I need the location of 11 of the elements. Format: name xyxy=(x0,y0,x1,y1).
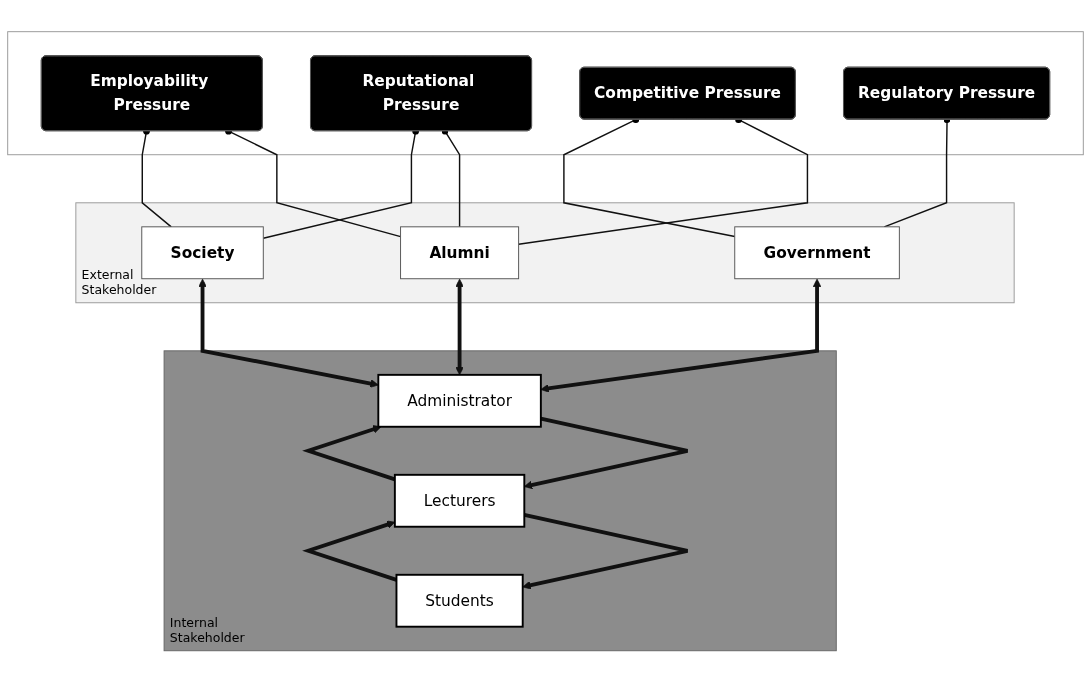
arrow xyxy=(522,512,690,590)
node-box: Students xyxy=(395,573,524,628)
arrow xyxy=(198,278,379,388)
arrow xyxy=(455,278,464,375)
node-box: Society xyxy=(141,226,264,279)
node-box: Government xyxy=(734,226,900,279)
node-box: Administrator xyxy=(377,373,542,428)
arrow xyxy=(540,278,822,393)
node-box: Alumni xyxy=(400,226,520,279)
node-box: Lecturers xyxy=(393,473,526,528)
cluster xyxy=(7,31,1084,155)
